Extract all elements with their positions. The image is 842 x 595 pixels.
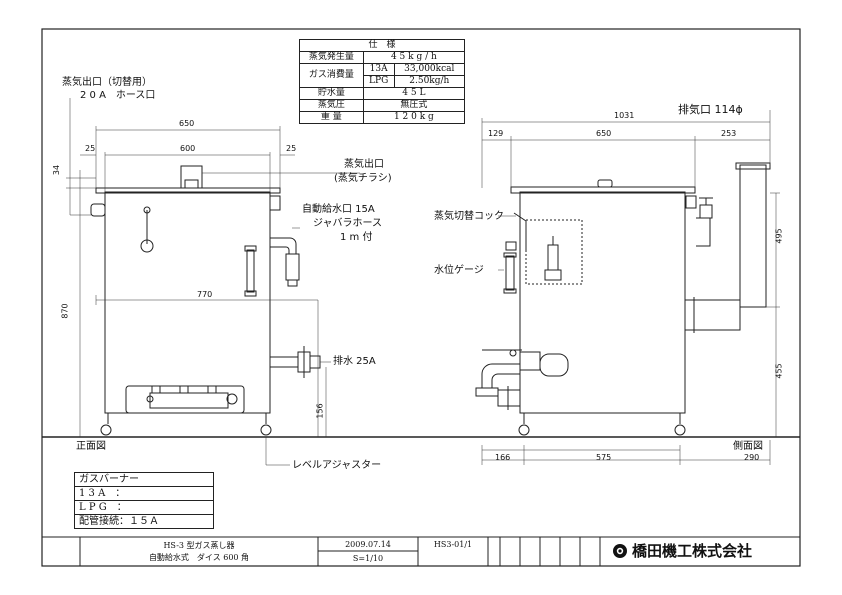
dim-34: 34 [52, 164, 62, 176]
label-level-adjuster: レベルアジャスター [292, 460, 382, 471]
dimension-lines [66, 98, 780, 466]
title-drawing-no: HS3-01/1 [433, 540, 473, 549]
spec-label: 貯水量 [299, 87, 364, 100]
spec-value: 33,000kcal [393, 63, 466, 76]
burner-row: 1 3 A ： [74, 486, 214, 501]
spec-label: 重 量 [299, 111, 364, 124]
title-name-1: HS-3 型ガス蒸し器 [163, 541, 235, 550]
spec-value: 2.50kg/h [393, 75, 466, 88]
dim-600: 600 [180, 144, 196, 153]
spec-value: 4 5 L [362, 87, 466, 100]
spec-label: 蒸気圧 [299, 99, 364, 112]
dim-650-side: 650 [596, 129, 612, 138]
title-scale: S=1/10 [352, 554, 384, 563]
spec-label: 蒸気発生量 [299, 51, 364, 64]
label-front-view: 正面図 [76, 441, 106, 452]
dim-650-front: 650 [179, 119, 195, 128]
front-view [90, 165, 321, 436]
label-side-view: 側面図 [733, 441, 763, 452]
exhaust-text: 排気口 114 [678, 103, 736, 116]
side-body [519, 191, 686, 414]
spec-sub: 13A [362, 63, 395, 76]
dim-25-right: 25 [286, 144, 297, 153]
label-water-gauge: 水位ゲージ [434, 265, 484, 276]
label-hose-length: 1 m 付 [340, 232, 373, 243]
dim-253: 253 [721, 129, 737, 138]
dim-1031: 1031 [614, 111, 635, 120]
spec-value: 4 5 k g / h [362, 51, 466, 64]
label-drain: 排水 25A [333, 356, 376, 367]
dim-575: 575 [596, 453, 612, 462]
dim-455: 455 [774, 363, 784, 379]
label-bellows-hose: ジャバラホース [313, 218, 382, 229]
title-date: 2009.07.14 [345, 540, 391, 549]
spec-sub: LPG [362, 75, 395, 88]
burner-row: 配管接続：１５Ａ [74, 514, 214, 529]
spec-value: 1 2 0 k g [362, 111, 466, 124]
drawing-border [41, 28, 801, 567]
dim-129: 129 [488, 129, 504, 138]
dim-495: 495 [774, 228, 784, 244]
label-exhaust: 排気口 114ϕ [678, 104, 743, 116]
label-steam-cock: 蒸気切替コック [434, 211, 504, 222]
label-steam-chirashi: (蒸気チラシ) [334, 173, 392, 184]
title-name-2: 自動給水式 ダイス 600 角 [148, 553, 250, 562]
exhaust-phi: ϕ [735, 103, 743, 116]
front-steam-outlet [180, 165, 203, 189]
spec-table: 仕 様 蒸気発生量 4 5 k g / h ガス消費量 13A 33,000kc… [299, 39, 466, 124]
burner-table: ガスバーナー 1 3 A ： L P G ： 配管接続：１５Ａ [74, 472, 214, 529]
company-name: 橋田機工株式会社 [612, 540, 752, 561]
dim-770: 770 [197, 290, 213, 299]
label-hose-port: 2 0 A ホース口 [80, 90, 156, 101]
front-body [104, 191, 271, 414]
label-steam-outlet: 蒸気出口 [344, 159, 384, 170]
side-view [475, 162, 771, 436]
label-auto-feed: 自動給水口 15A [302, 204, 375, 215]
spec-value: 無圧式 [362, 99, 466, 112]
burner-row: L P G ： [74, 500, 214, 515]
dim-156: 156 [315, 403, 325, 419]
spec-title: 仕 様 [299, 39, 465, 52]
dim-290: 290 [744, 453, 760, 462]
label-steam-outlet-switch: 蒸気出口（切替用） [62, 77, 152, 88]
spec-label: ガス消費量 [299, 63, 364, 88]
company-logo-icon [613, 543, 627, 558]
dim-25-left: 25 [85, 144, 96, 153]
company-text: 橋田機工株式会社 [632, 542, 753, 560]
burner-title: ガスバーナー [74, 472, 214, 487]
dim-870: 870 [60, 303, 70, 319]
exhaust-chimney [739, 164, 767, 308]
dim-166: 166 [495, 453, 511, 462]
